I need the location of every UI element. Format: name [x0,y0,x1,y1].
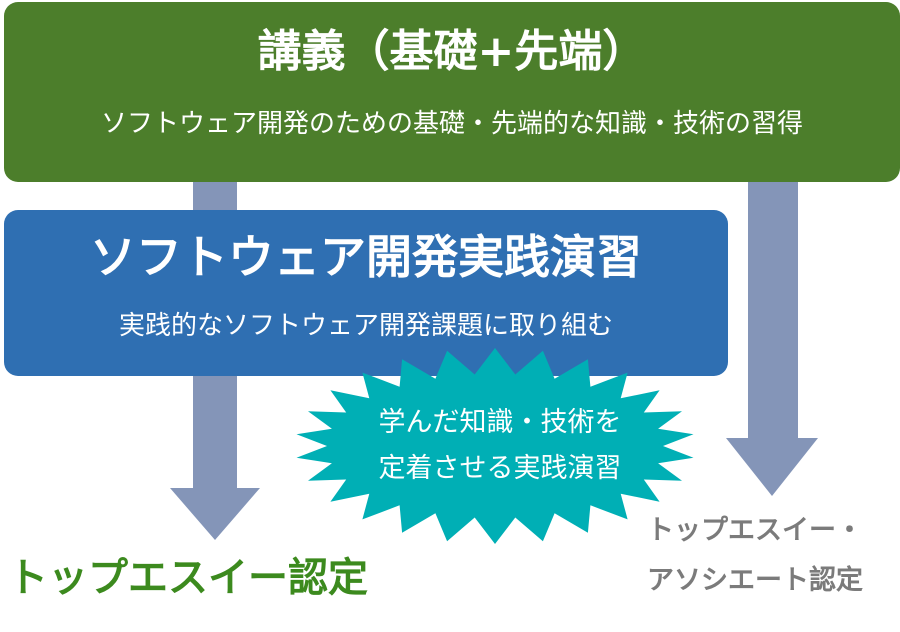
top-se-certification: トップエスイー認定 [8,555,368,601]
practice-title: ソフトウェア開発実践演習 [90,230,642,284]
arrow-lecture-to-associate-cert [726,180,818,496]
associate-cert-line-1: トップエスイー・ [647,515,863,546]
callout-line-1: 学んだ知識・技術を [378,407,622,438]
callout-burst-shape [296,348,694,544]
callout-text: 学んだ知識・技術を 定着させる実践演習 [300,400,700,492]
associate-certification: トップエスイー・ アソシエート認定 [610,506,900,606]
lecture-subtitle: ソフトウェア開発のための基礎・先端的な知識・技術の習得 [100,109,803,139]
lecture-title: 講義（基礎+先端） [257,26,647,77]
lecture-box: 講義（基礎+先端） ソフトウェア開発のための基礎・先端的な知識・技術の習得 [4,2,900,182]
arrow-practice-to-top-cert [170,374,260,540]
practice-subtitle: 実践的なソフトウェア開発課題に取り組む [118,311,613,341]
associate-cert-line-2: アソシエート認定 [647,565,863,596]
arrow-lecture-to-practice [193,180,237,214]
callout-line-2: 定着させる実践演習 [378,453,622,484]
practice-box: ソフトウェア開発実践演習 実践的なソフトウェア開発課題に取り組む [4,210,728,376]
